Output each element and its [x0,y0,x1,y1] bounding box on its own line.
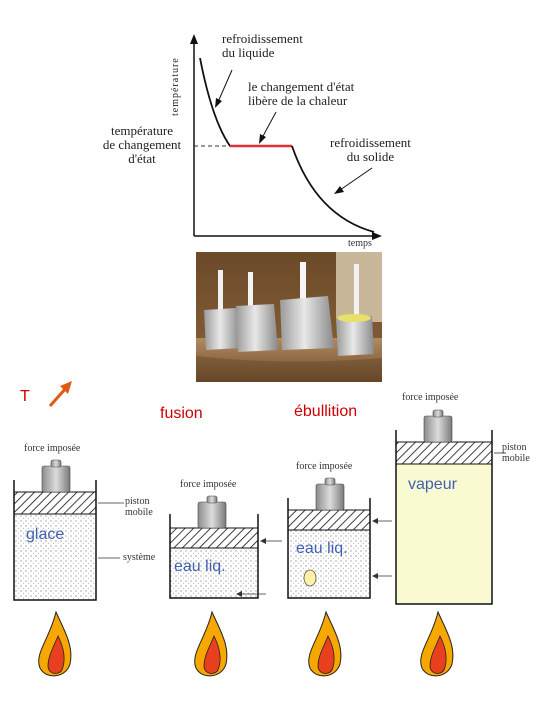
photo-shadow [196,356,382,382]
flame-4 [420,610,454,677]
glace-walls [13,480,97,601]
stick-1 [218,270,223,318]
foil-cup-1 [204,308,240,350]
glace-weight-knob [50,459,62,468]
arrow-solid-head [334,186,344,194]
plateau-label-line1: température [110,123,174,138]
stick-3 [300,262,306,322]
annotation-heat-line2: libère de la chaleur [248,93,348,108]
vapeur-label: vapeur [408,476,457,493]
force-label-2: force imposée [180,479,237,490]
temperature-arrow-head [60,381,72,394]
fusion-weight-knob [206,495,218,504]
fusion-weight-body [197,501,227,529]
x-axis-label: temps [348,238,372,249]
piston-label-1-line1: piston [125,496,150,507]
samples-photo [196,252,382,382]
flame-3 [308,610,342,677]
glace-fill [14,514,96,600]
glace-piston [13,491,97,515]
solid-cooling-curve [291,145,375,233]
foil-cup-3 [280,296,334,350]
foil-cup-4 [336,316,374,356]
liquid-cooling-curve [199,57,231,147]
ebullition-piston [287,509,371,531]
temperature-T-label: T [20,388,30,405]
container-glace [13,459,124,601]
annotation-heat: le changement d'état libère de la chaleu… [248,80,354,108]
container-ebullition [287,477,392,599]
annotation-liquid: refroidissement du liquide [222,32,303,60]
vapeur-fill [396,464,492,604]
y-axis-arrowhead [190,34,198,44]
force-label-1: force imposée [24,443,81,454]
samples-photo-illustration [196,252,382,382]
arrow-heat-head [259,134,266,144]
ebullition-weight-body [315,483,345,511]
annotation-heat-line1: le changement d'état [248,79,355,94]
stick-4 [354,264,359,324]
arrow-liquid [217,69,233,103]
fusion-walls [169,514,259,599]
x-axis-arrowhead [372,232,382,240]
fusion-water [170,548,258,598]
fusion-label: fusion [160,405,203,422]
annotation-solid-line1: refroidissement [330,135,411,150]
ebullition-walls [287,498,371,599]
container-fusion [169,495,282,599]
flame-2 [194,610,228,677]
vapeur-weight-knob [432,409,444,418]
annotation-solid-line2: du solide [346,149,395,164]
plateau-label-line2: de changement [102,137,182,152]
annotation-liquid-line1: refroidissement [222,31,303,46]
ebullition-pointer-2-head [372,573,378,579]
container-vapeur [395,409,506,605]
arrow-liquid-head [215,98,222,108]
fusion-piston [169,527,259,549]
foil-cup-2 [236,304,278,352]
flame-1 [38,610,72,677]
force-label-4: force imposée [402,392,459,403]
ebullition-weight-knob [324,477,336,486]
glace-label: glace [26,526,65,543]
vapor-bubble [303,569,317,587]
fusion-pointer-head [260,538,266,544]
stick-2 [248,272,253,320]
ebullition-label: ébullition [294,403,358,420]
annotation-solid: refroidissement du solide [330,136,411,164]
force-label-3: force imposée [296,461,353,472]
arrow-heat [261,111,277,139]
vapeur-weight-body [423,415,453,443]
vapeur-piston [395,441,493,465]
yellow-lid [337,314,371,322]
ebullition-pointer-1-head [372,518,378,524]
ebullition-water-label: eau liq. [296,540,348,557]
piston-label-1: piston mobile [125,496,153,518]
fusion-bottom-pointer-head [236,591,242,597]
piston-label-1-line2: mobile [125,507,153,518]
vapeur-walls [395,430,493,605]
annotation-liquid-line2: du liquide [222,45,275,60]
temperature-arrow [48,387,68,407]
fusion-water-label: eau liq. [174,558,226,575]
ebullition-water [288,530,370,598]
arrow-solid [339,167,373,191]
piston-label-2-line2: mobile [502,453,530,464]
systeme-label: système [123,552,156,563]
graph-background [88,28,390,250]
glace-weight-body [41,465,71,493]
plateau-temperature-label: température de changement d'état [92,124,192,166]
plateau-label-line3: d'état [128,151,156,166]
piston-label-2: piston mobile [502,442,530,464]
piston-label-2-line1: piston [502,442,527,453]
